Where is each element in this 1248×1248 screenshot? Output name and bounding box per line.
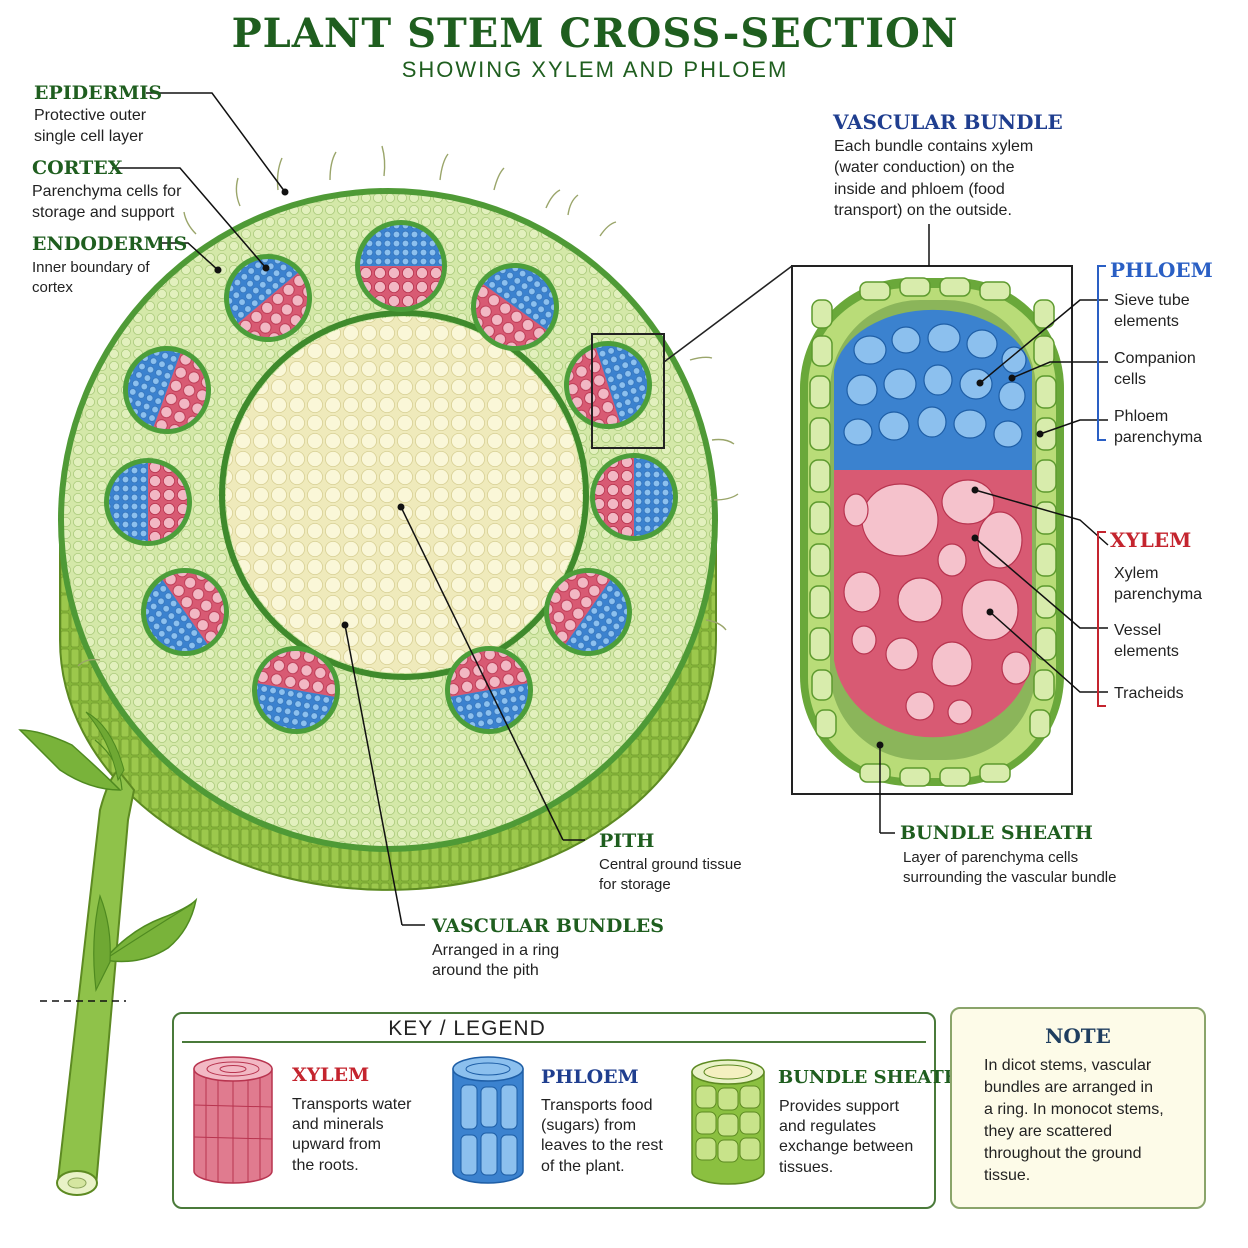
- vascular-bundle: [355, 220, 447, 312]
- key-xylem-line-1: Transports water: [292, 1096, 412, 1113]
- vascular-bundle: [141, 568, 229, 656]
- vessel-elements-label-2: elements: [1114, 643, 1179, 660]
- key-sheath-line-3: exchange between: [779, 1138, 914, 1155]
- bundle-sheath-key-icon: [691, 1059, 765, 1185]
- vascular-bundles-title: VASCULAR BUNDLES: [432, 915, 664, 937]
- plant-sprout-illustration: [18, 711, 198, 1196]
- phloem-group-title: PHLOEM: [1110, 258, 1213, 282]
- phloem-parenchyma-label-1: Phloem: [1114, 408, 1169, 425]
- epidermis-desc-1: Protective outer: [34, 107, 147, 124]
- vascular-bundle-desc-3: inside and phloem (food: [834, 181, 1005, 198]
- endodermis-desc-2: cortex: [32, 279, 73, 296]
- vascular-bundle: [544, 568, 632, 656]
- vessel-elements-label-1: Vessel: [1114, 622, 1162, 639]
- vascular-bundles-desc-2: around the pith: [432, 962, 539, 979]
- key-xylem-line-2: and minerals: [292, 1116, 384, 1133]
- companion-cells-label-2: cells: [1114, 371, 1147, 388]
- key-xylem-line-4: the roots.: [292, 1157, 359, 1174]
- cortex-desc-1: Parenchyma cells for: [32, 183, 182, 200]
- phloem-parenchyma-label-2: parenchyma: [1114, 429, 1203, 446]
- vascular-bundle-title: VASCULAR BUNDLE: [833, 110, 1063, 134]
- sieve-tube-label-2: elements: [1114, 313, 1179, 330]
- leader-dots: [214, 188, 1044, 749]
- vascular-bundle-desc-4: transport) on the outside.: [834, 202, 1012, 219]
- vascular-bundle-desc-2: (water conduction) on the: [834, 159, 1015, 176]
- bundle-sheath-desc-2: surrounding the vascular bundle: [903, 869, 1117, 886]
- pith-desc-2: for storage: [599, 876, 671, 893]
- vascular-bundle: [123, 346, 211, 434]
- epidermis-title: EPIDERMIS: [34, 82, 163, 104]
- key-legend-box: [172, 1012, 936, 1209]
- phloem-key-icon: [452, 1056, 524, 1184]
- key-divider: [182, 1041, 926, 1043]
- key-sheath-line-4: tissues.: [779, 1159, 834, 1176]
- bundle-sheath-title: BUNDLE SHEATH: [900, 822, 1093, 844]
- key-sheath-line-1: Provides support: [779, 1098, 900, 1115]
- pith-desc-1: Central ground tissue: [599, 856, 742, 873]
- key-phloem-line-3: leaves to the rest: [541, 1137, 663, 1154]
- note-line-4: they are scattered: [984, 1123, 1113, 1140]
- epidermis-desc-2: single cell layer: [34, 128, 144, 145]
- xylem-parenchyma-label-1: Xylem: [1114, 565, 1159, 582]
- key-phloem-line-1: Transports food: [541, 1097, 653, 1114]
- key-phloem-title: PHLOEM: [541, 1066, 639, 1088]
- vascular-bundle: [104, 458, 192, 546]
- note-line-3: a ring. In monocot stems,: [984, 1101, 1164, 1118]
- note-line-2: bundles are arranged in: [984, 1079, 1154, 1096]
- vascular-bundles-ring: [104, 220, 678, 734]
- sieve-tube-label-1: Sieve tube: [1114, 292, 1190, 309]
- note-heading: NOTE: [1045, 1024, 1111, 1048]
- key-phloem-line-2: (sugars) from: [541, 1117, 637, 1134]
- endodermis-desc-1: Inner boundary of: [32, 259, 150, 276]
- xylem-bracket: [1097, 531, 1106, 707]
- key-sheath-title: BUNDLE SHEATH: [778, 1067, 961, 1088]
- vascular-bundle: [564, 341, 652, 429]
- zoom-selection-box: [591, 333, 665, 449]
- note-box: [950, 1007, 1206, 1209]
- zoom-connector-line: [663, 265, 793, 363]
- key-phloem-line-4: of the plant.: [541, 1158, 625, 1175]
- key-heading: KEY / LEGEND: [388, 1017, 546, 1040]
- xylem-key-icon: [193, 1056, 273, 1184]
- endodermis-title: ENDODERMIS: [32, 233, 188, 255]
- tracheids-label: Tracheids: [1114, 685, 1184, 702]
- endodermis-ring: [219, 310, 589, 680]
- note-line-1: In dicot stems, vascular: [984, 1057, 1152, 1074]
- xylem-parenchyma-label-2: parenchyma: [1114, 586, 1203, 603]
- pith-title: PITH: [599, 830, 655, 852]
- epidermal-hairs: [77, 145, 739, 667]
- vascular-bundle: [471, 263, 559, 351]
- key-sheath-line-2: and regulates: [779, 1118, 876, 1135]
- key-xylem-line-3: upward from: [292, 1136, 381, 1153]
- note-line-5: throughout the ground: [984, 1145, 1142, 1162]
- page-title: PLANT STEM CROSS-SECTION: [231, 10, 959, 57]
- vascular-bundle: [590, 453, 678, 541]
- vascular-bundle: [252, 646, 340, 734]
- page-subtitle: SHOWING XYLEM AND PHLOEM: [401, 57, 789, 82]
- note-line-6: tissue.: [984, 1167, 1031, 1184]
- key-xylem-title: XYLEM: [292, 1064, 370, 1086]
- vascular-bundles-desc-1: Arranged in a ring: [432, 942, 560, 959]
- bundle-sheath-desc-1: Layer of parenchyma cells: [903, 849, 1079, 866]
- phloem-bracket: [1097, 265, 1106, 441]
- enlarged-bundle: [800, 277, 1064, 787]
- companion-cells-label-1: Companion: [1114, 350, 1196, 367]
- cortex-desc-2: storage and support: [32, 204, 175, 221]
- vascular-bundle: [224, 254, 312, 342]
- pith-region: [226, 317, 582, 673]
- vascular-bundle-desc-1: Each bundle contains xylem: [834, 138, 1034, 155]
- xylem-group-title: XYLEM: [1110, 528, 1192, 552]
- cortex-title: CORTEX: [32, 157, 123, 179]
- vascular-bundle: [445, 646, 533, 734]
- leader-lines: [112, 92, 1109, 926]
